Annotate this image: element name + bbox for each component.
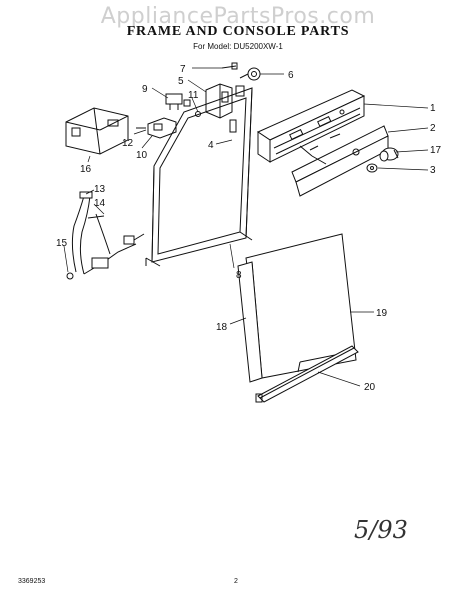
callout-18: 18 [216,322,228,333]
part-trim-strip [255,345,359,403]
callout-9: 9 [142,84,148,95]
part-switch-bracket [136,117,177,139]
document-number: 3369253 [18,578,46,585]
page-number: 2 [234,578,238,585]
watermark: AppliancePartsPros.com [100,4,376,29]
callout-2: 2 [430,123,436,134]
callout-14: 14 [94,198,106,209]
callout-16: 16 [80,164,92,175]
model-subtitle: For Model: DU5200XW-1 [193,42,283,51]
callout-6: 6 [288,70,294,81]
callout-17: 17 [430,145,442,156]
part-block [65,107,129,155]
callout-7: 7 [180,64,186,75]
callout-10: 10 [136,150,148,161]
part-door-frame [145,87,253,267]
callout-13: 13 [94,184,106,195]
part-wire-harness [66,191,145,280]
callout-11: 11 [188,90,199,101]
callout-20: 20 [364,382,376,393]
callout-19: 19 [376,308,388,319]
part-fastener-round [239,67,261,81]
part-small-knob [366,163,378,173]
callout-15: 15 [56,238,68,249]
callout-12: 12 [122,138,134,149]
callout-8: 8 [236,270,242,281]
part-screw [221,62,238,70]
part-knob [379,147,399,162]
callout-1: 1 [430,103,436,114]
callout-4: 4 [208,140,214,151]
part-console-rail [256,89,366,163]
part-door-panel-inner [237,261,341,383]
page-title: FRAME AND CONSOLE PARTS [126,24,350,39]
handwritten-date: 5/93 [354,516,408,544]
callout-3: 3 [430,165,436,176]
callout-5: 5 [178,76,184,87]
